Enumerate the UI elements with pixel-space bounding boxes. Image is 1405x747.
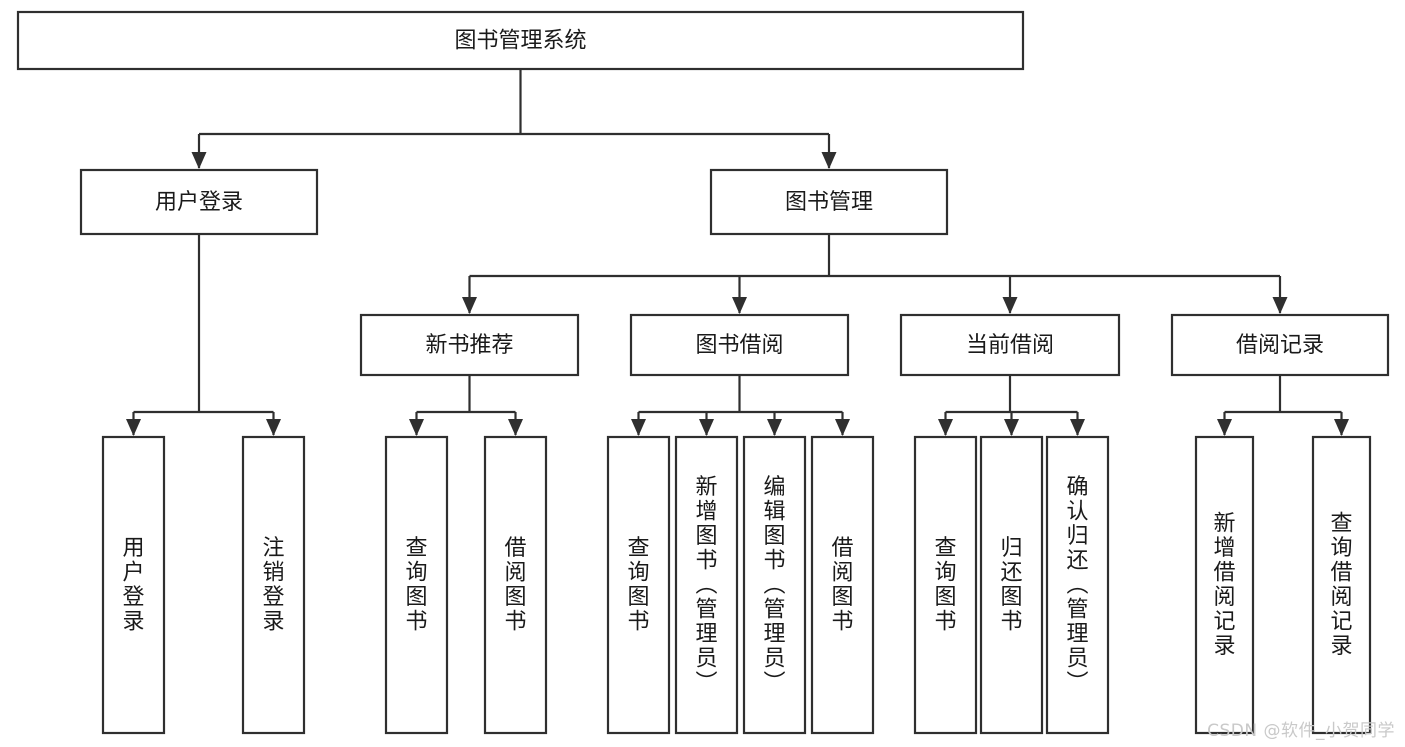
node-leaf-user-login-box — [101, 435, 166, 735]
arrow-head-icon — [508, 419, 523, 436]
node-leaf-borrow-book-1-label: 借阅图书 — [504, 536, 526, 635]
node-leaf-user-login[interactable]: 用户登录 — [101, 435, 166, 735]
node-new-book-rec[interactable]: 新书推荐 — [359, 313, 580, 377]
node-leaf-borrow-book-1-box — [483, 435, 548, 735]
arrow-head-icon — [1002, 297, 1018, 314]
arrow-head-icon — [1070, 419, 1085, 436]
node-book-manage-box — [709, 168, 949, 236]
node-book-manage[interactable]: 图书管理 — [709, 168, 949, 236]
node-leaf-logout-box — [241, 435, 306, 735]
node-leaf-logout[interactable]: 注销登录 — [241, 435, 306, 735]
node-leaf-query-book-1-label: 查询图书 — [405, 536, 427, 635]
node-leaf-return-book-box — [979, 435, 1044, 735]
arrow-head-icon — [191, 152, 207, 169]
node-leaf-add-book[interactable]: 新增图书︵管理员︶ — [674, 435, 739, 735]
arrow-head-icon — [699, 419, 714, 436]
node-leaf-user-login-label: 用户登录 — [122, 536, 144, 635]
node-user-login-label: 用户登录 — [155, 190, 243, 215]
arrow-head-icon — [821, 152, 837, 169]
arrow-head-icon — [1004, 419, 1019, 436]
node-user-login[interactable]: 用户登录 — [79, 168, 319, 236]
node-leaf-confirm-return-box — [1045, 435, 1110, 735]
node-leaf-add-record-label: 新增借阅记录 — [1213, 512, 1235, 660]
node-leaf-confirm-return-label: 确认归还︵管理员︶ — [1066, 475, 1088, 696]
node-book-manage-label: 图书管理 — [785, 190, 873, 215]
node-leaf-borrow-book-2-label: 借阅图书 — [831, 536, 853, 635]
node-leaf-query-book-3-box — [913, 435, 978, 735]
node-leaf-borrow-book-1[interactable]: 借阅图书 — [483, 435, 548, 735]
arrow-head-icon — [631, 419, 646, 436]
node-leaf-return-book-label: 归还图书 — [1000, 536, 1022, 635]
arrow-head-icon — [126, 419, 141, 436]
node-leaf-confirm-return[interactable]: 确认归还︵管理员︶ — [1045, 435, 1110, 735]
node-leaf-add-book-label: 新增图书︵管理员︶ — [695, 475, 717, 696]
node-book-borrow-box — [629, 313, 850, 377]
node-new-book-rec-label: 新书推荐 — [425, 333, 513, 358]
node-new-book-rec-box — [359, 313, 580, 377]
node-leaf-query-book-2-box — [606, 435, 671, 735]
node-leaf-return-book[interactable]: 归还图书 — [979, 435, 1044, 735]
arrow-head-icon — [767, 419, 782, 436]
node-leaf-query-book-1[interactable]: 查询图书 — [384, 435, 449, 735]
node-leaf-query-book-2-label: 查询图书 — [627, 536, 649, 635]
node-borrow-record[interactable]: 借阅记录 — [1170, 313, 1390, 377]
arrow-head-icon — [1272, 297, 1288, 314]
arrow-head-icon — [462, 297, 477, 314]
node-leaf-query-record-label: 查询借阅记录 — [1330, 512, 1352, 660]
node-root[interactable]: 图书管理系统 — [16, 10, 1025, 71]
node-leaf-query-record-box — [1311, 435, 1372, 735]
node-leaf-edit-book[interactable]: 编辑图书︵管理员︶ — [742, 435, 807, 735]
arrow-head-icon — [1334, 419, 1349, 436]
arrow-head-icon — [938, 419, 953, 436]
node-leaf-borrow-book-2-box — [810, 435, 875, 735]
node-root-label: 图书管理系统 — [454, 29, 586, 54]
node-leaf-query-book-2[interactable]: 查询图书 — [606, 435, 671, 735]
node-leaf-query-book-3[interactable]: 查询图书 — [913, 435, 978, 735]
arrow-head-icon — [732, 297, 747, 314]
node-current-borrow-box — [899, 313, 1121, 377]
node-leaf-logout-label: 注销登录 — [262, 536, 284, 635]
node-leaf-edit-book-box — [742, 435, 807, 735]
node-leaf-add-book-box — [674, 435, 739, 735]
node-root-box — [16, 10, 1025, 71]
node-book-borrow[interactable]: 图书借阅 — [629, 313, 850, 377]
node-borrow-record-box — [1170, 313, 1390, 377]
node-leaf-query-book-3-label: 查询图书 — [934, 536, 956, 635]
arrow-head-icon — [835, 419, 850, 436]
connector-lines — [126, 69, 1349, 436]
node-leaf-add-record[interactable]: 新增借阅记录 — [1194, 435, 1255, 735]
nodes-layer: 图书管理系统用户登录图书管理新书推荐图书借阅当前借阅借阅记录用户登录注销登录查询… — [16, 10, 1390, 735]
node-leaf-edit-book-label: 编辑图书︵管理员︶ — [763, 475, 785, 696]
node-leaf-add-record-box — [1194, 435, 1255, 735]
node-leaf-query-record[interactable]: 查询借阅记录 — [1311, 435, 1372, 735]
node-leaf-borrow-book-2[interactable]: 借阅图书 — [810, 435, 875, 735]
node-borrow-record-label: 借阅记录 — [1236, 333, 1324, 358]
arrow-head-icon — [409, 419, 424, 436]
node-leaf-query-book-1-box — [384, 435, 449, 735]
node-current-borrow-label: 当前借阅 — [966, 333, 1054, 358]
node-user-login-box — [79, 168, 319, 236]
node-current-borrow[interactable]: 当前借阅 — [899, 313, 1121, 377]
node-book-borrow-label: 图书借阅 — [695, 333, 783, 358]
arrow-head-icon — [1217, 419, 1232, 436]
arrow-head-icon — [266, 419, 281, 436]
